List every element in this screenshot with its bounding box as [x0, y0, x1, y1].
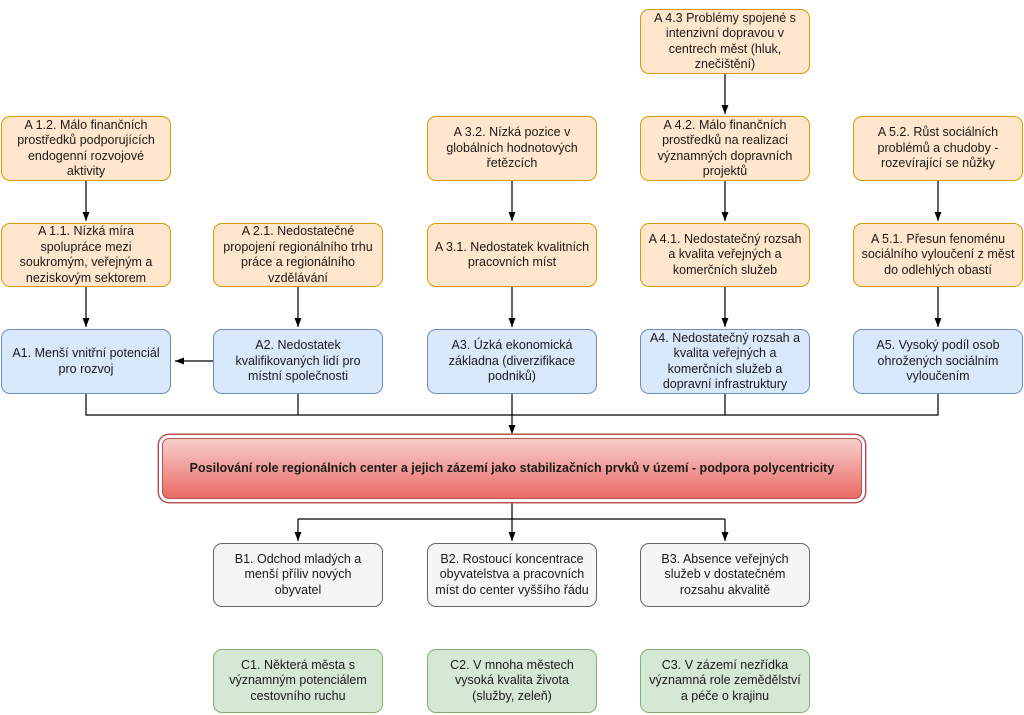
node-a11: A 1.1. Nízká míra spolupráce mezi soukro…: [1, 223, 171, 287]
node-a51: A 5.1. Přesun fenoménu sociálního vylouč…: [853, 223, 1023, 287]
node-a31: A 3.1. Nedostatek kvalitních pracovních …: [427, 223, 597, 287]
node-a43: A 4.3 Problémy spojené s intenzivní dopr…: [640, 9, 810, 74]
node-a3: A3. Úzká ekonomická základna (diverzifik…: [427, 329, 597, 394]
node-a12: A 1.2. Málo finančních prostředků podpor…: [1, 116, 171, 181]
node-b3: B3. Absence veřejných služeb v dostatečn…: [640, 543, 810, 607]
node-a52: A 5.2. Růst sociálních problémů a chudob…: [853, 116, 1023, 181]
node-a21: A 2.1. Nedostatečné propojení regionální…: [213, 223, 383, 287]
node-b2: B2. Rostoucí koncentrace obyvatelstva a …: [427, 543, 597, 607]
node-a4: A4. Nedostatečný rozsah a kvalita veřejn…: [640, 329, 810, 394]
node-a5: A5. Vysoký podíl osob ohrožených sociáln…: [853, 329, 1023, 394]
node-c1: C1. Některá města s významným potenciále…: [213, 649, 383, 713]
node-a1: A1. Menší vnitřní potenciál pro rozvoj: [1, 329, 171, 394]
node-a32: A 3.2. Nízká pozice v globálních hodnoto…: [427, 116, 597, 181]
node-b1: B1. Odchod mladých a menší příliv nových…: [213, 543, 383, 607]
node-a42: A 4.2. Málo finančních prostředků na rea…: [640, 116, 810, 181]
node-a2: A2. Nedostatek kvalifikovaných lidí pro …: [213, 329, 383, 394]
node-c2: C2. V mnoha městech vysoká kvalita život…: [427, 649, 597, 713]
node-c3: C3. V zázemí nezřídka významná role země…: [640, 649, 810, 713]
node-a41: A 4.1. Nedostatečný rozsah a kvalita veř…: [640, 223, 810, 287]
central-goal: Posilování role regionálních center a je…: [162, 438, 862, 499]
